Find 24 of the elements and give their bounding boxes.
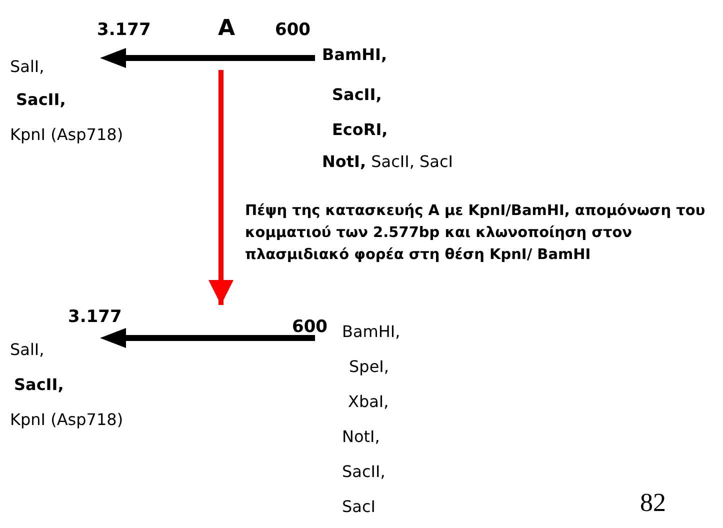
restriction-site-label: BamHI, bbox=[342, 322, 400, 341]
restriction-site-label: XbaI, bbox=[348, 392, 389, 411]
fragment-name: A bbox=[218, 16, 236, 41]
page-number: 82 bbox=[640, 488, 666, 518]
position-number: 3.177 bbox=[68, 307, 122, 327]
restriction-site-label: SalI, bbox=[10, 57, 44, 76]
position-number: 600 bbox=[275, 20, 310, 40]
restriction-site-label: NotI, bbox=[342, 427, 380, 446]
restriction-site-label: EcoRI, bbox=[332, 120, 388, 139]
restriction-site-label: SalI, bbox=[10, 340, 44, 359]
restriction-site-label: NotI, SacII, SacI bbox=[322, 152, 453, 171]
restriction-site-label: BamHI, bbox=[322, 45, 388, 64]
arrow bbox=[208, 70, 234, 305]
dna-fragment bbox=[100, 20, 315, 70]
position-number: 600 bbox=[292, 317, 328, 337]
position-number: 3.177 bbox=[97, 20, 151, 40]
restriction-site-label: KpnI (Asp718) bbox=[10, 410, 124, 429]
restriction-site-label: SacII, bbox=[342, 462, 386, 481]
restriction-site-label: SacII, bbox=[14, 375, 64, 394]
restriction-site-label: SacII, bbox=[332, 85, 382, 104]
restriction-site-label: KpnI (Asp718) bbox=[10, 125, 124, 144]
restriction-site-label: SpeI, bbox=[349, 357, 389, 376]
restriction-site-label: SacII, bbox=[16, 90, 66, 109]
restriction-site-label: SacI bbox=[342, 497, 376, 516]
